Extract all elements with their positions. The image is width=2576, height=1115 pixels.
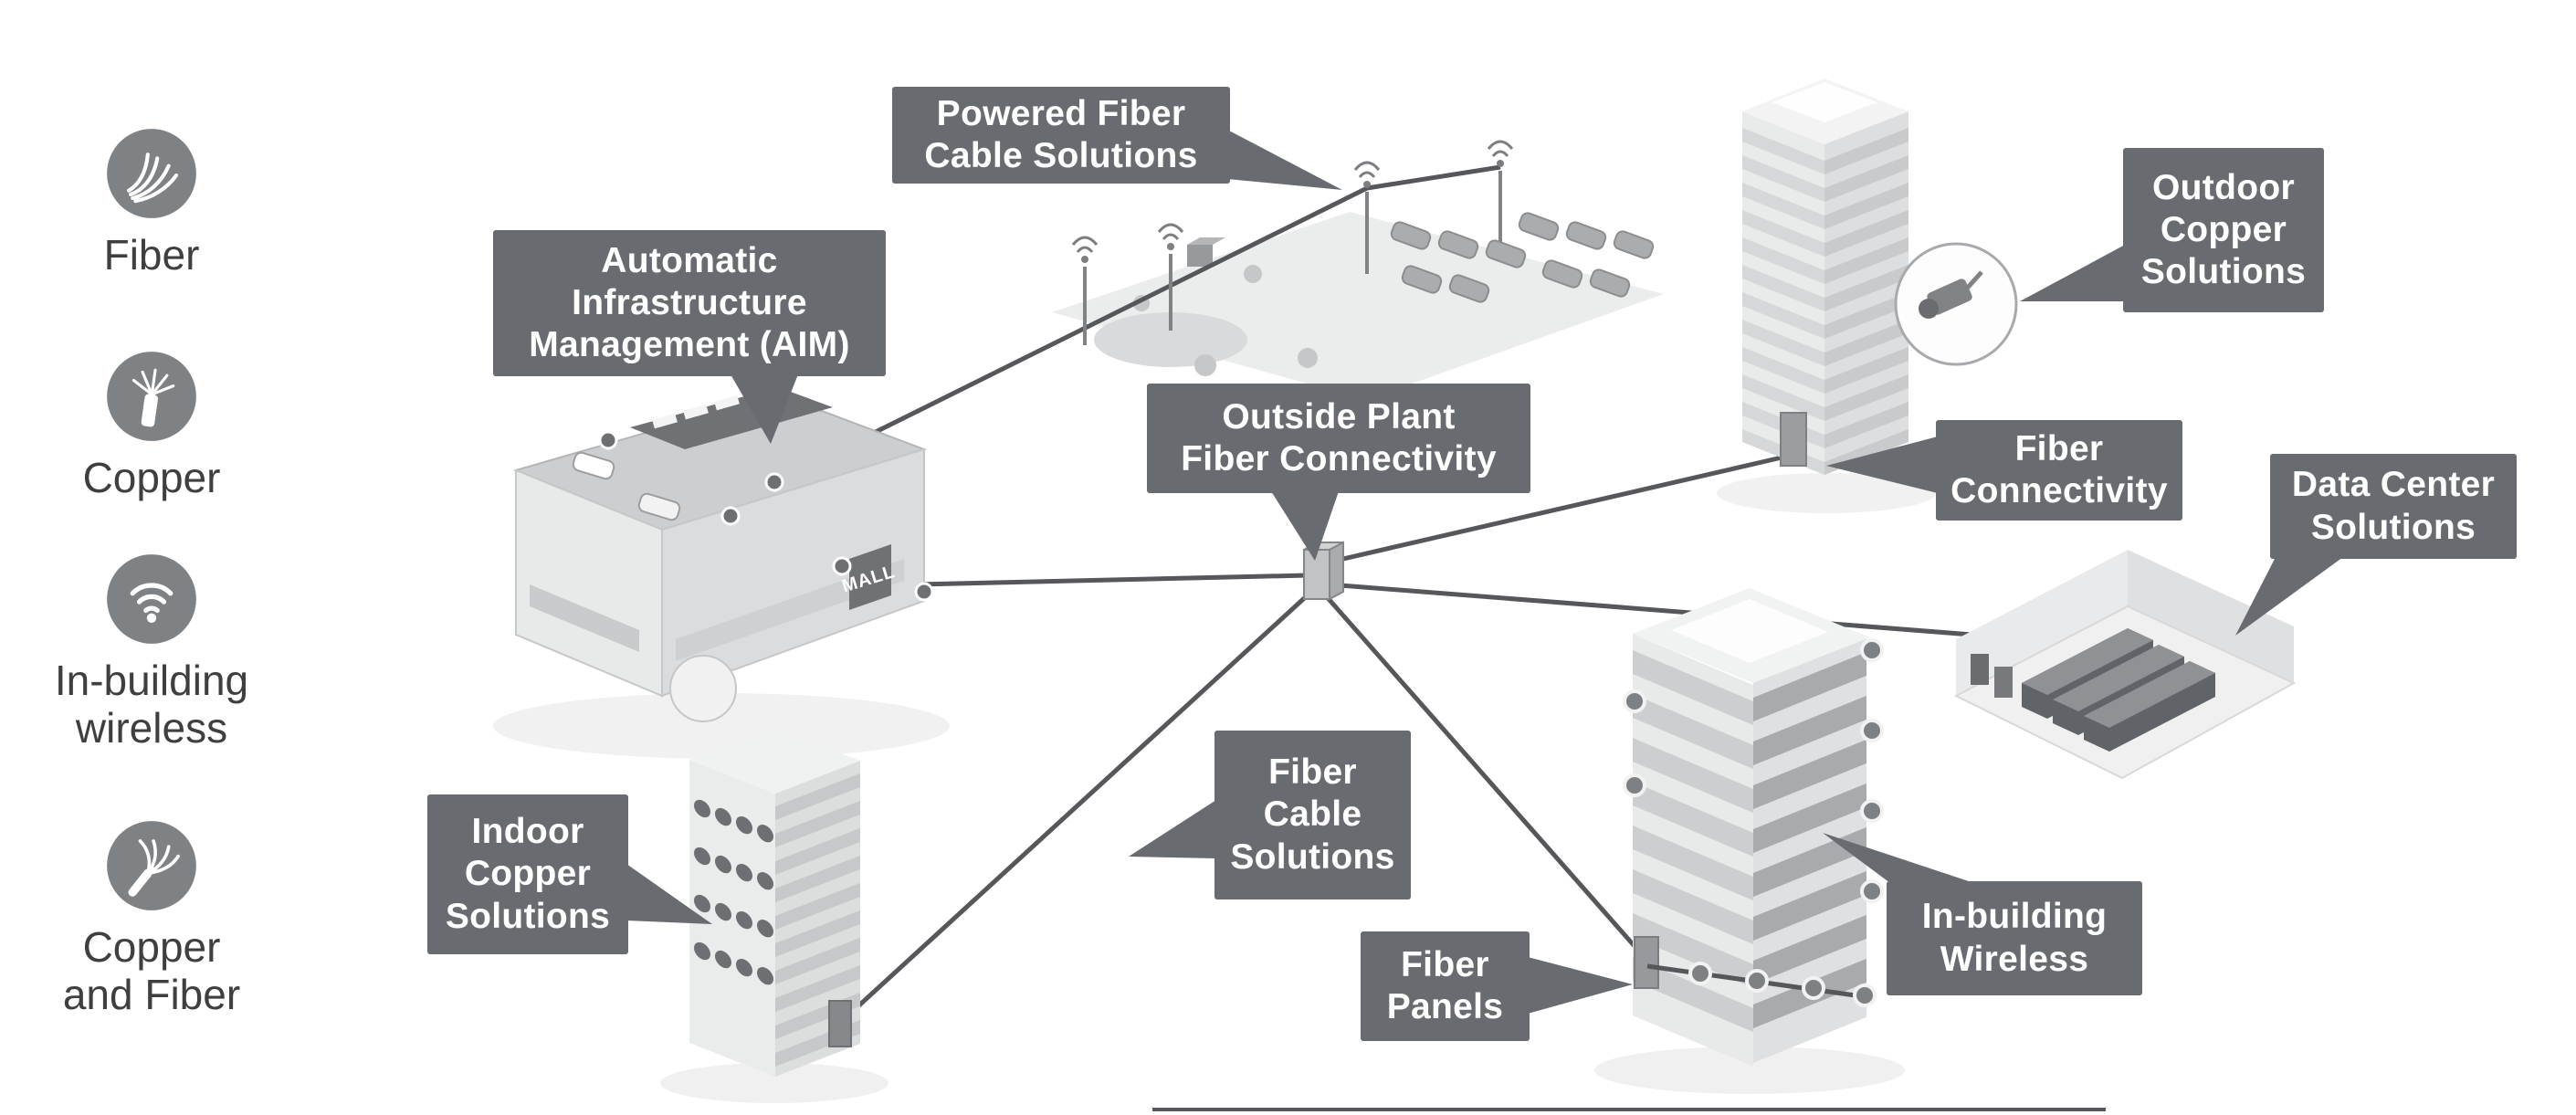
copper-and-fiber-icon (107, 821, 196, 910)
legend-label: wireless (75, 703, 228, 752)
tower-fiber-panel (1780, 412, 1807, 467)
copper-panel-box (828, 1000, 852, 1047)
callout-fiber-cable-solutions: Fiber Cable Solutions (1214, 731, 1411, 899)
copper-icon (107, 352, 196, 441)
callout-in-building-wireless: In-building Wireless (1887, 881, 2142, 995)
callout-powered-fiber-cable-solutions: Powered Fiber Cable Solutions (892, 87, 1230, 184)
legend-item-copper-and-fiber: Copper and Fiber (42, 818, 261, 1018)
legend-label: Copper (82, 923, 221, 971)
fiber-panel-box (1634, 936, 1659, 989)
callout-indoor-copper-solutions: Indoor Copper Solutions (427, 794, 628, 954)
legend-item-fiber: Fiber (42, 126, 261, 279)
callout-outside-plant-fiber-connectivity: Outside Plant Fiber Connectivity (1147, 384, 1530, 493)
light-poles (1071, 140, 1514, 345)
data-center-room (1953, 550, 2297, 780)
callout-fiber-connectivity: Fiber Connectivity (1936, 420, 2182, 521)
legend-label: Copper (82, 454, 221, 501)
central-hub (1303, 541, 1344, 601)
junction-dots (598, 430, 934, 602)
server-racks (2022, 628, 2215, 752)
fiber-icon (107, 129, 196, 218)
ground-shadows (493, 473, 1936, 1103)
copper-outlet-dots (694, 799, 773, 985)
legend-label: In-building (54, 657, 249, 704)
copper-building (689, 728, 860, 1078)
legend-item-copper: Copper (42, 349, 261, 502)
callout-tails (626, 130, 2343, 1014)
wireless-building (1633, 588, 1870, 1068)
legend-label: and Fiber (62, 970, 241, 1018)
parked-cars (1390, 212, 1655, 303)
wireless-icon (107, 554, 196, 644)
callout-fiber-panels: Fiber Panels (1361, 931, 1530, 1041)
security-camera-icon (1919, 270, 1983, 319)
pole-wireless-icon (1071, 140, 1514, 263)
legend-item-in-building-wireless: In-building wireless (42, 552, 261, 752)
callout-outdoor-copper-solutions: Outdoor Copper Solutions (2123, 148, 2324, 312)
mall-building: MALL (512, 385, 928, 722)
camera-circle (1894, 242, 2018, 366)
callout-automatic-infrastructure-management: Automatic Infrastructure Management (AIM… (493, 230, 886, 376)
callout-data-center-solutions: Data Center Solutions (2270, 454, 2517, 559)
wireless-ap-run (1623, 638, 1884, 1007)
office-tower (1742, 79, 1908, 475)
legend-label: Fiber (103, 231, 200, 279)
